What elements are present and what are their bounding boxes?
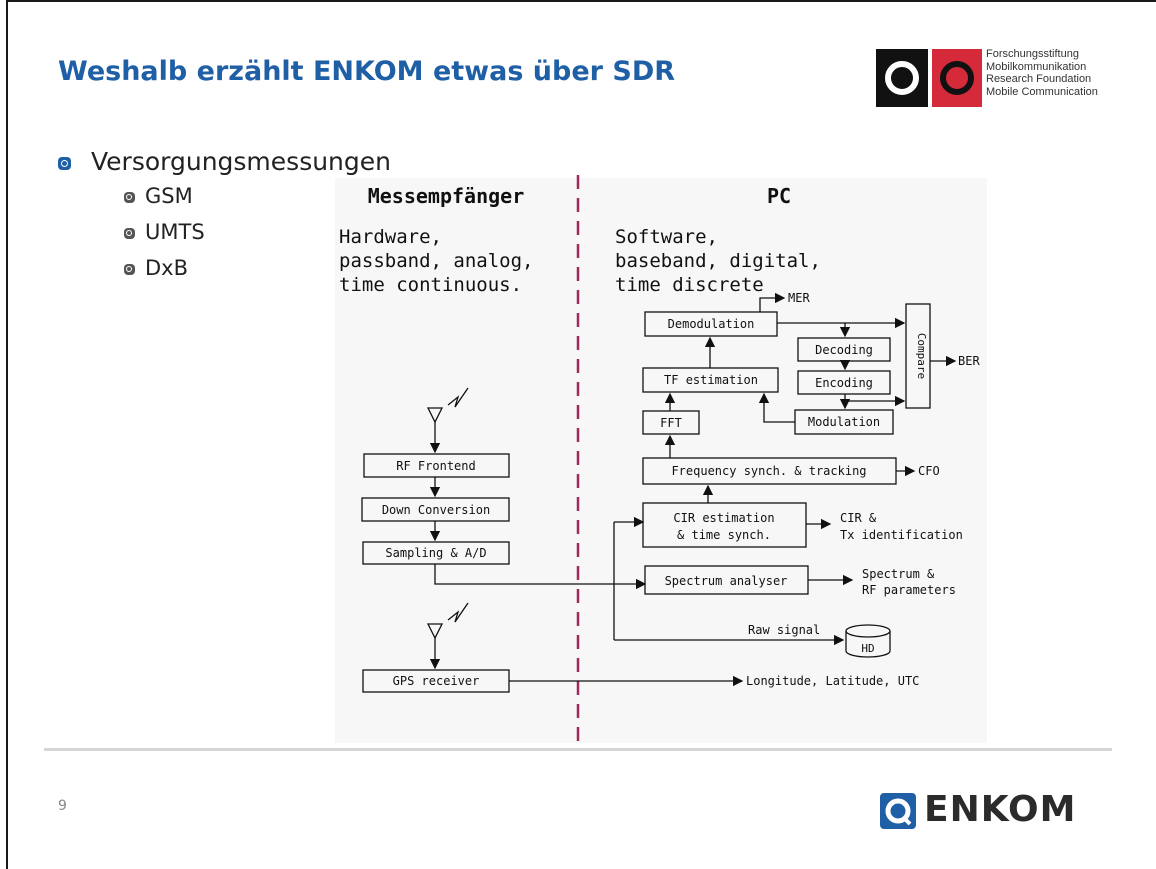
sub-bullet-text: UMTS [145, 220, 205, 244]
spectrum-out-label: RF parameters [862, 583, 956, 597]
sub-bullet: UMTS [124, 220, 205, 244]
hd-top [845, 624, 891, 638]
main-bullet: Versorgungsmessungen [58, 147, 391, 176]
decoding-label: Decoding [815, 343, 873, 357]
cfo-label: CFO [918, 464, 940, 478]
enkom-q-tail [901, 815, 912, 826]
down-conversion-label: Down Conversion [382, 503, 490, 517]
org-line: Forschungsstiftung [986, 48, 1079, 60]
org-line: Mobile Communication [986, 85, 1098, 98]
modulation-label: Modulation [808, 415, 880, 429]
sub-bullet: DxB [124, 256, 188, 280]
bullet-icon [58, 156, 71, 170]
encoding-label: Encoding [815, 376, 873, 390]
right-desc-line: time discrete [615, 274, 764, 296]
fft-block [642, 410, 700, 435]
logo-black-block [876, 49, 928, 107]
org-line: Mobilkommunikation [986, 60, 1087, 73]
encoding-block [797, 370, 891, 395]
org-name: Forschungsstiftung Mobilkommunikation Re… [986, 48, 1098, 98]
left-desc-line: passband, analog, [339, 250, 533, 272]
footer-divider [44, 748, 1112, 751]
right-desc-line: Software, [615, 226, 718, 248]
enkom-q-ring [885, 798, 911, 824]
tf-estimation-label: TF estimation [664, 373, 758, 387]
cir-estimation-block [642, 502, 807, 548]
main-bullet-text: Versorgungsmessungen [91, 147, 391, 176]
ber-label: BER [958, 354, 980, 368]
signal-icon [447, 387, 469, 408]
org-line: Research Foundation [986, 73, 1092, 85]
cir-out-label: CIR & [840, 511, 877, 525]
signal-icon [447, 602, 469, 623]
sub-bullet-text: GSM [145, 184, 193, 208]
slide-title: Weshalb erzählt ENKOM etwas über SDR [58, 56, 676, 87]
freq-synch-label: Frequency synch. & tracking [671, 464, 866, 478]
diagram-background [335, 178, 987, 743]
cir-estimation-label: CIR estimation [673, 511, 774, 525]
enkom-logo [880, 793, 916, 829]
page-number: 9 [58, 798, 67, 814]
hd-body [845, 631, 891, 658]
modulation-to-tf [758, 392, 795, 423]
antenna-icon [426, 623, 444, 640]
cir-estimation-label: & time synch. [677, 528, 771, 542]
slide-frame [6, 0, 1156, 869]
logo-ring-white [885, 61, 919, 95]
enkom-wordmark: ENKOM [924, 789, 1077, 830]
sub-bullet: GSM [124, 184, 193, 208]
logo-ring-black [940, 61, 974, 95]
bullet-icon [124, 227, 135, 239]
sampling-to-spectrum [434, 564, 647, 590]
hd-label: HD [861, 642, 874, 655]
sampling-label: Sampling & A/D [385, 546, 486, 560]
right-desc-line: baseband, digital, [615, 250, 821, 272]
enkom-q-block [880, 793, 916, 829]
left-desc-line: Hardware, [339, 226, 442, 248]
demod-to-mer [759, 292, 786, 312]
fft-label: FFT [660, 416, 682, 430]
spectrum-analyser-label: Spectrum analyser [665, 574, 788, 588]
bullet-icon [124, 191, 135, 203]
gps-receiver-label: GPS receiver [393, 674, 480, 688]
right-heading: PC [767, 184, 791, 208]
rf-frontend-block [363, 453, 510, 478]
cir-out-label: Tx identification [840, 528, 963, 542]
research-foundation-logo [876, 49, 982, 107]
left-desc-line: time continuous. [339, 274, 522, 296]
sub-bullet-text: DxB [145, 256, 189, 280]
compare-block [905, 303, 931, 409]
spectrum-out-label: Spectrum & [862, 567, 935, 581]
sampling-block [362, 541, 510, 565]
raw-signal-label: Raw signal [748, 623, 820, 637]
rf-frontend-label: RF Frontend [396, 459, 475, 473]
antenna-icon [426, 407, 444, 424]
demodulation-label: Demodulation [668, 317, 755, 331]
gps-out-label: Longitude, Latitude, UTC [746, 674, 919, 688]
demodulation-block [644, 311, 778, 337]
compare-label: Compare [915, 333, 928, 379]
bullet-icon [124, 263, 135, 275]
left-heading: Messempfänger [368, 184, 525, 208]
mer-label: MER [788, 291, 810, 305]
